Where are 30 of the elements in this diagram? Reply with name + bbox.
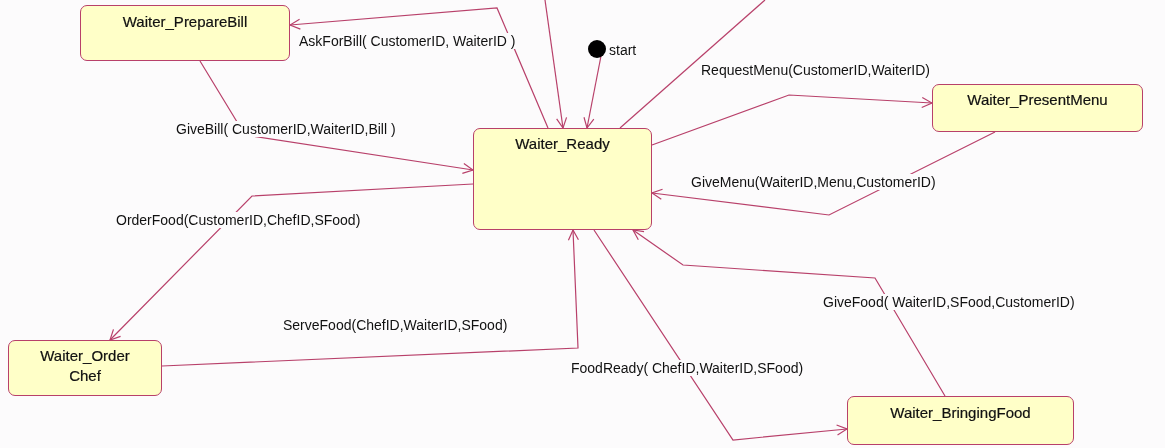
edge-label: GiveBill( CustomerID,WaiterID,Bill ) [175,121,397,137]
edge-label: GiveFood( WaiterID,SFood,CustomerID) [822,294,1076,310]
edge-label: AskForBill( CustomerID, WaiterID ) [298,33,517,49]
state-box [80,5,290,61]
edge-label: RequestMenu(CustomerID,WaiterID) [700,62,931,78]
state-box [847,396,1074,445]
transition-arrow [544,0,568,129]
transition-arrow [593,229,848,441]
edge-label: GiveMenu(WaiterID,Menu,CustomerID) [690,174,937,190]
initial-state-dot [588,40,606,58]
state-box [932,84,1143,132]
transition-arrow [199,60,474,174]
transition-arrow [651,131,996,216]
state-name: Waiter_BringingFood [890,403,1031,423]
state-name: Waiter_Ready [515,134,610,154]
state-box [8,340,162,396]
state-label: start [609,42,637,58]
state-name: Waiter_Order Chef [39,346,131,387]
transition-arrow [583,55,602,129]
transition-arrow [109,183,474,341]
edge-label: ServeFood(ChefID,WaiterID,SFood) [282,317,509,333]
transition-arrow [289,7,549,129]
transition-arrow [161,229,579,367]
transition-arrow [651,94,933,146]
state-name: Waiter_PresentMenu [967,90,1108,110]
edge-label: OrderFood(CustomerID,ChefID,SFood) [115,212,362,228]
edge-label: FoodReady( ChefID,WaiterID,SFood) [570,360,805,376]
state-box [473,128,652,230]
transition-arrow [632,229,946,397]
state-name: Waiter_PrepareBill [122,12,248,32]
